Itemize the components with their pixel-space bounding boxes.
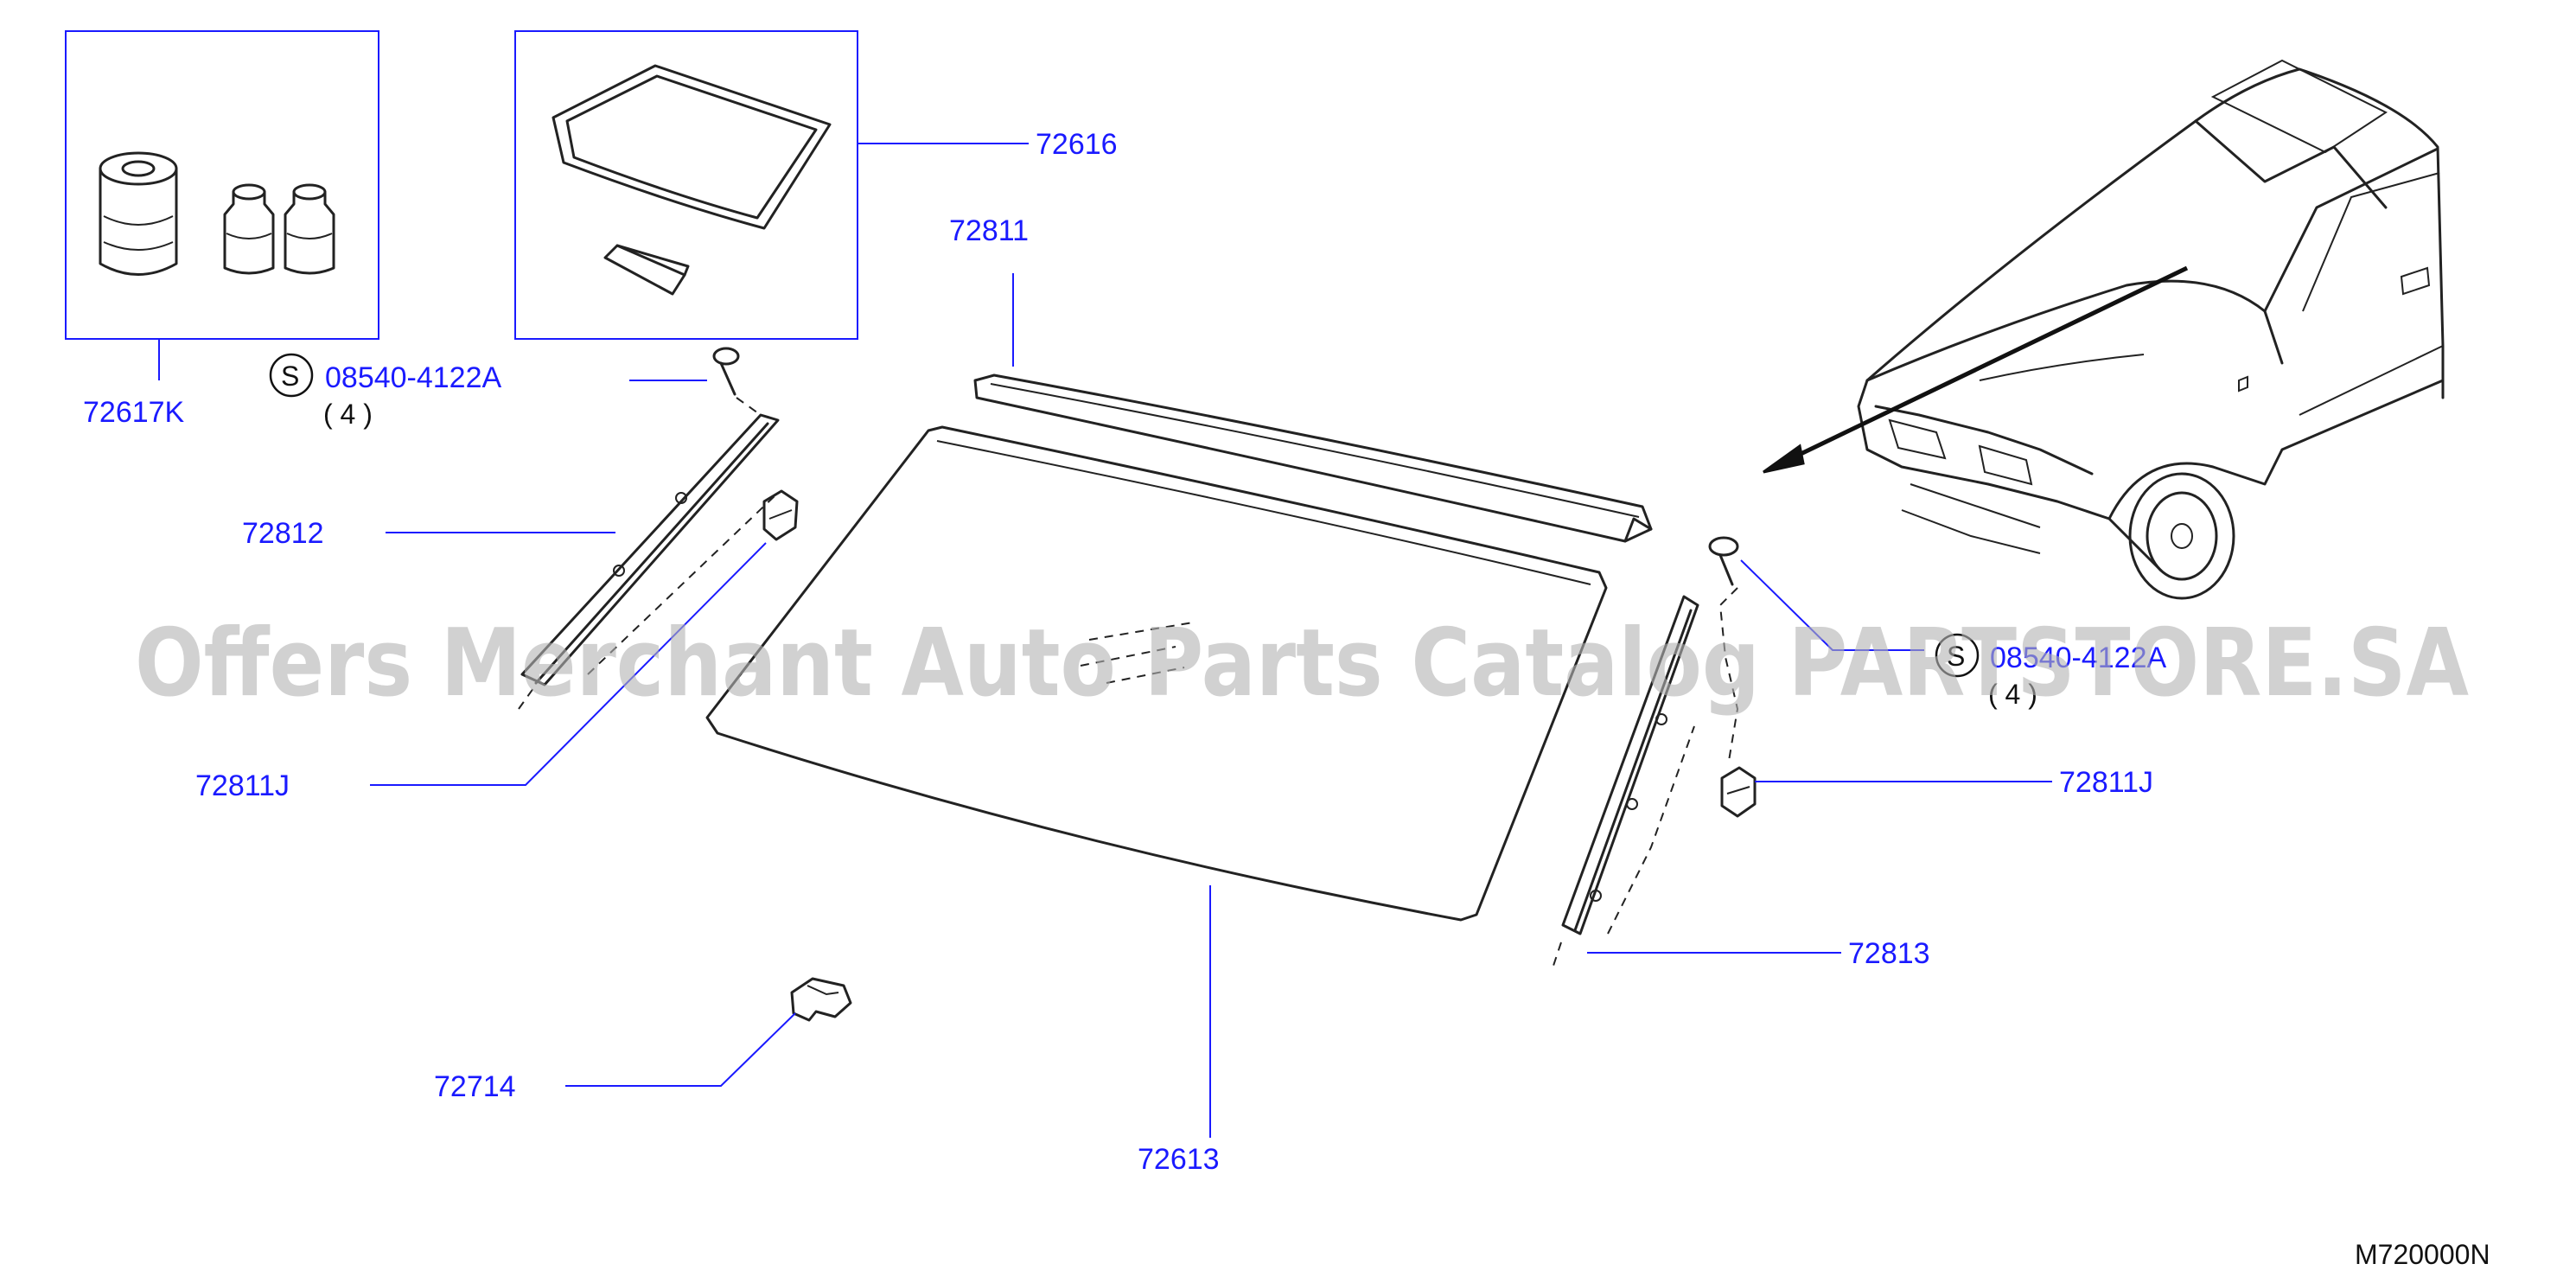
leader-72811j-left xyxy=(370,542,767,786)
kit-box-72617k xyxy=(65,30,379,340)
leader-screw-2 xyxy=(1740,559,1924,651)
left-side-molding xyxy=(518,413,780,710)
screw-2-icon xyxy=(1708,536,1739,762)
right-clip-icon xyxy=(1720,766,1757,818)
label-72811: 72811 xyxy=(949,214,1029,247)
s-symbol-2: S xyxy=(1947,641,1965,672)
label-screw-code-2: 08540-4122A xyxy=(1990,642,2167,674)
top-molding xyxy=(973,373,1653,543)
s-symbol-1: S xyxy=(281,361,299,392)
watermark-text: Offers Merchant Auto Parts Catalog PARTS… xyxy=(135,610,2469,718)
leader-72714 xyxy=(565,1012,796,1087)
s-symbol-circle xyxy=(269,353,314,398)
label-72616: 72616 xyxy=(1036,128,1118,161)
label-72811j-right: 72811J xyxy=(2059,766,2153,799)
primer-bottle-icon xyxy=(223,183,275,275)
label-72714: 72714 xyxy=(434,1070,516,1103)
diagram-code: M720000N xyxy=(2355,1239,2490,1270)
mirror-bracket-icon xyxy=(790,977,852,1022)
s-symbol-circle-2 xyxy=(1935,633,1980,678)
label-72813: 72813 xyxy=(1848,937,1930,970)
label-screw-qty-2: ( 4 ) xyxy=(1988,679,2037,710)
kit-box-72616 xyxy=(514,30,858,340)
label-72613: 72613 xyxy=(1138,1143,1220,1176)
label-screw-qty-1: ( 4 ) xyxy=(323,399,373,430)
label-screw-code-1: 08540-4122A xyxy=(325,361,502,394)
label-72811j-left: 72811J xyxy=(195,769,290,802)
adhesive-cartridge-icon xyxy=(99,151,178,276)
left-clip-icon xyxy=(762,489,799,541)
label-72812: 72812 xyxy=(242,517,324,550)
primer-bottle-2-icon xyxy=(284,183,335,275)
spacer-block-icon xyxy=(603,244,690,296)
molding-frame-icon xyxy=(552,64,832,230)
vehicle-locator-sketch xyxy=(1763,59,2445,600)
screw-icon xyxy=(712,347,762,416)
label-72617k: 72617K xyxy=(83,396,185,429)
right-side-molding xyxy=(1552,595,1699,969)
windshield-glass xyxy=(705,425,1608,922)
